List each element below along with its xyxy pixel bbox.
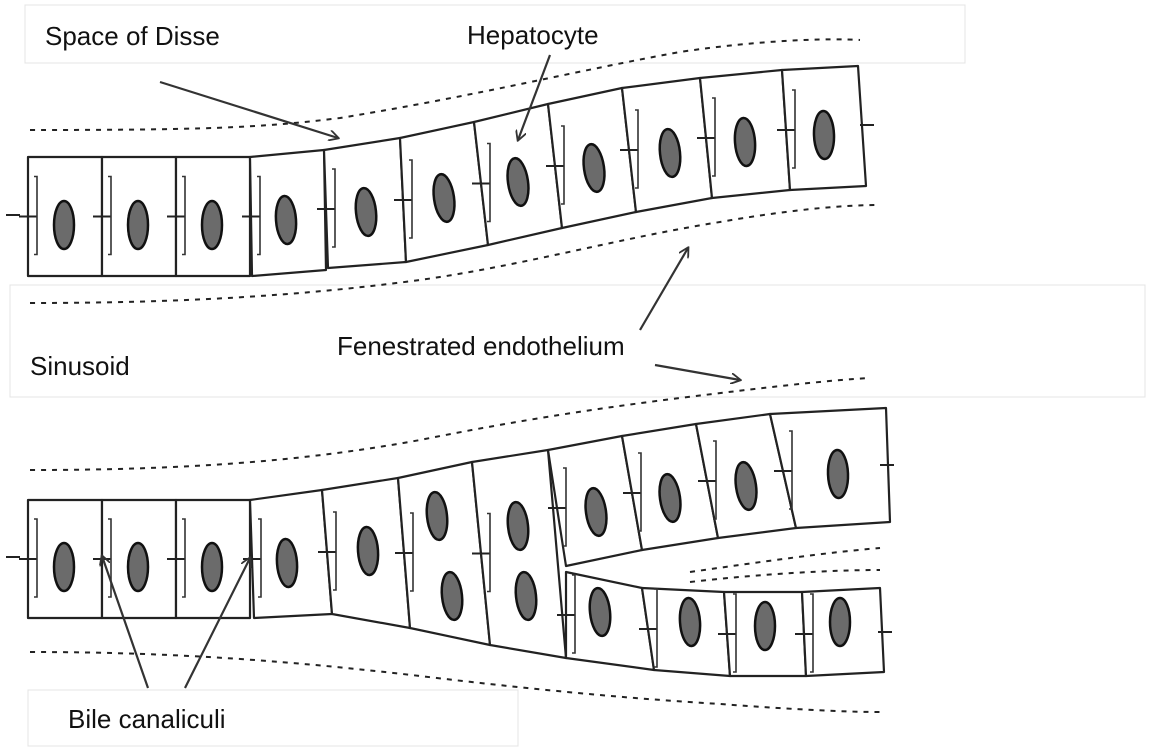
hepatocyte-cell [777, 66, 866, 190]
nucleus [54, 201, 74, 249]
hepatocyte-cell [93, 500, 176, 618]
nucleus [827, 450, 849, 499]
hepatocyte-cell [317, 138, 406, 268]
hepatocyte-cell [93, 157, 176, 276]
nucleus [128, 543, 148, 591]
hepatocyte-cell [557, 572, 654, 670]
fenestrated-endothelium-arrow-down [655, 365, 740, 380]
bile-canaliculi-label: Bile canaliculi [68, 704, 226, 734]
hepatocyte-cell [472, 104, 562, 245]
hepatocyte-cell [620, 78, 712, 212]
nucleus [128, 201, 148, 249]
nucleus [202, 201, 222, 249]
hepatocyte-cell [697, 70, 790, 198]
sinusoid-label: Sinusoid [30, 351, 130, 381]
dashed-line-branch-2 [690, 570, 880, 582]
nucleus [830, 598, 850, 646]
nucleus [54, 543, 74, 591]
hepatocyte-label: Hepatocyte [467, 20, 599, 50]
hepatocyte-cell [167, 500, 250, 618]
nucleus [813, 111, 835, 160]
fenestrated-endothelium-arrow-up [640, 248, 688, 330]
hepatocyte-cell [546, 88, 636, 228]
hepatocyte-plates [6, 66, 894, 676]
hepatocyte-cell [795, 588, 884, 676]
hepatocyte-cell [718, 592, 806, 676]
hepatocyte-cell [639, 588, 730, 676]
hepatocyte-cell [394, 122, 488, 262]
hepatocyte-cell [19, 157, 102, 276]
fenestrated-endothelium-label: Fenestrated endothelium [337, 331, 625, 361]
hepatocyte-cell [243, 490, 332, 618]
nucleus [202, 543, 222, 591]
space-of-disse-label: Space of Disse [45, 21, 220, 51]
hepatocyte-cell [242, 150, 326, 276]
nucleus [755, 602, 775, 650]
hepatocyte-cell [167, 157, 250, 276]
hepatocyte-cell [19, 500, 102, 618]
dashed-line-branch-1 [690, 548, 880, 572]
